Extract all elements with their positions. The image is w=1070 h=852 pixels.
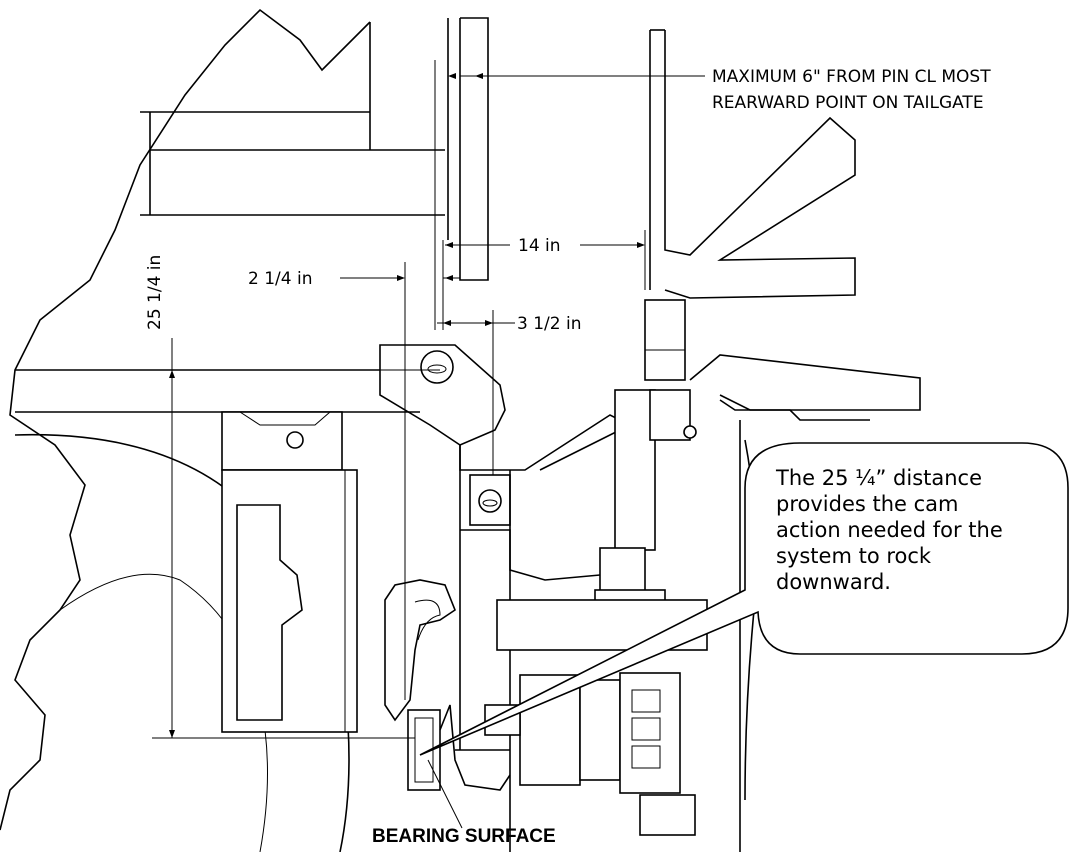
callout-text: The 25 ¼” distance provides the cam acti… xyxy=(776,466,1003,594)
solenoid xyxy=(619,672,681,794)
arrowhead xyxy=(485,320,493,326)
max-note-line1: MAXIMUM 6" FROM PIN CL MOST xyxy=(712,67,991,87)
solenoid-port xyxy=(631,689,661,713)
column-hole xyxy=(286,431,304,449)
pivot-pin-clip xyxy=(427,364,447,374)
tailgate-frame xyxy=(664,30,856,299)
dim-label-2-1-4: 2 1/4 in xyxy=(248,269,312,289)
dim-label-3-1-2: 3 1/2 in xyxy=(517,314,581,334)
column-cutout xyxy=(236,504,303,721)
solenoid-port xyxy=(631,745,661,769)
arrowhead xyxy=(169,730,175,738)
bearing-surface-label: BEARING SURFACE xyxy=(372,826,556,847)
arrowhead xyxy=(475,73,483,79)
lower-pin xyxy=(478,489,502,513)
actuator-top xyxy=(644,299,686,381)
lower-pin-clip xyxy=(482,499,498,507)
dim-label-14: 14 in xyxy=(518,236,561,256)
cylinder-cap xyxy=(579,679,621,781)
tailgate-latch xyxy=(689,354,921,411)
pivot-pin xyxy=(420,350,454,384)
max-note-line2: REARWARD POINT ON TAILGATE xyxy=(712,93,984,113)
cam-slot xyxy=(414,599,441,641)
linkage xyxy=(459,414,621,471)
tailgate-latch xyxy=(719,399,870,421)
arrowhead xyxy=(445,275,453,281)
solenoid-port xyxy=(631,717,661,741)
column-block xyxy=(221,411,343,471)
bearing-block xyxy=(407,709,441,791)
callout-bubble xyxy=(419,442,1069,756)
dim-label-25-1-4: 25 1/4 in xyxy=(145,255,165,330)
body-outline xyxy=(0,8,371,831)
arrowhead xyxy=(397,275,405,281)
bottom-bracket xyxy=(639,794,696,836)
actuator-bolt xyxy=(683,425,697,439)
cam-plate xyxy=(384,579,456,722)
column-detail xyxy=(239,411,331,426)
pivot-bracket xyxy=(379,344,506,446)
actuator-body xyxy=(614,389,656,551)
bearing-arm xyxy=(439,704,511,791)
arrowhead xyxy=(445,242,453,248)
arrowhead xyxy=(448,73,456,79)
arrowhead xyxy=(637,242,645,248)
housing-edge xyxy=(460,529,601,581)
arrowhead xyxy=(443,320,451,326)
leader-bearing xyxy=(427,759,463,829)
arrowhead xyxy=(169,370,175,378)
tailgate-post xyxy=(459,17,489,281)
